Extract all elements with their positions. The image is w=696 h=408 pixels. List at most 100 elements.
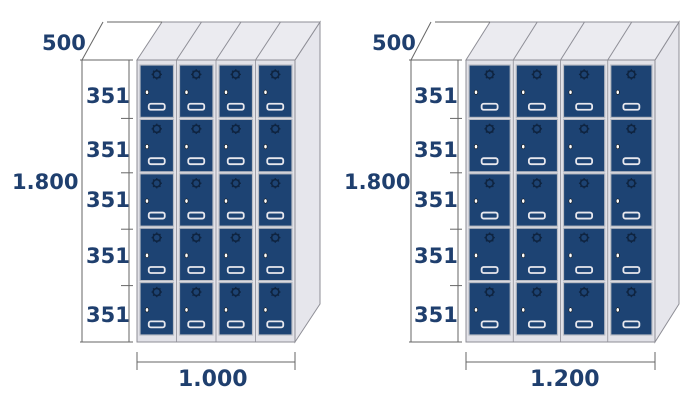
handle-icon — [622, 320, 641, 329]
keyhole-icon — [615, 198, 620, 204]
handle-icon — [147, 320, 166, 329]
combination-dial-icon — [626, 232, 637, 243]
handle-icon — [622, 266, 641, 274]
handle-icon — [575, 102, 594, 111]
combination-dial-icon — [151, 232, 162, 243]
combination-dial-icon — [626, 286, 637, 298]
combination-dial-icon — [578, 123, 590, 135]
keyhole-icon — [145, 144, 149, 150]
combination-dial-icon — [230, 286, 241, 298]
keyhole-icon — [184, 198, 189, 204]
keyhole-icon — [568, 144, 573, 150]
handle-icon — [622, 157, 641, 166]
handle-icon — [226, 320, 245, 329]
handle-icon — [622, 211, 641, 220]
combination-dial-icon — [484, 69, 495, 80]
combination-dial-icon — [151, 286, 162, 298]
handle-icon — [147, 211, 166, 220]
handle-icon — [226, 102, 245, 111]
handle-icon — [527, 320, 546, 329]
combination-dial-icon — [270, 232, 281, 243]
combination-dial-icon — [191, 286, 202, 298]
keyhole-icon — [145, 252, 149, 258]
combination-dial-icon — [191, 123, 202, 135]
left-cabinet-top-divider — [255, 21, 281, 61]
combination-dial-icon — [151, 69, 162, 80]
handle-icon — [187, 320, 206, 329]
handle-icon — [480, 320, 499, 329]
left-cabinet-top-divider — [176, 21, 202, 61]
combination-dial-icon — [578, 69, 590, 80]
combination-dial-icon — [151, 178, 162, 189]
combination-dial-icon — [531, 123, 543, 135]
handle-icon — [266, 266, 285, 274]
combination-dial-icon — [270, 69, 281, 80]
keyhole-icon — [615, 307, 620, 313]
keyhole-icon — [184, 89, 189, 95]
combination-dial-icon — [626, 69, 637, 80]
keyhole-icon — [263, 89, 268, 95]
handle-icon — [187, 211, 206, 220]
combination-dial-icon — [230, 69, 241, 80]
handle-icon — [527, 266, 546, 274]
combination-dial-icon — [578, 286, 590, 298]
keyhole-icon — [474, 252, 478, 258]
keyhole-icon — [568, 252, 573, 258]
handle-icon — [480, 102, 499, 111]
handle-icon — [187, 102, 206, 111]
keyhole-icon — [474, 144, 478, 150]
keyhole-icon — [184, 252, 189, 258]
combination-dial-icon — [230, 178, 241, 189]
handle-icon — [266, 211, 285, 220]
combination-dial-icon — [531, 69, 543, 80]
keyhole-icon — [263, 307, 268, 313]
handle-icon — [226, 266, 245, 274]
keyhole-icon — [224, 252, 228, 258]
keyhole-icon — [474, 89, 478, 95]
keyhole-icon — [615, 144, 620, 150]
left-cabinet-locker-door — [178, 118, 214, 173]
combination-dial-icon — [531, 286, 543, 298]
handle-icon — [480, 157, 499, 166]
handle-icon — [226, 157, 245, 166]
keyhole-icon — [145, 198, 149, 204]
handle-icon — [575, 320, 594, 329]
keyhole-icon — [568, 198, 573, 204]
handle-icon — [575, 157, 594, 166]
handle-icon — [575, 266, 594, 274]
handle-icon — [147, 102, 166, 111]
handle-icon — [266, 320, 285, 329]
combination-dial-icon — [484, 178, 495, 189]
combination-dial-icon — [578, 232, 590, 243]
handle-icon — [480, 211, 499, 220]
combination-dial-icon — [191, 232, 202, 243]
left-depth-dimension-line — [81, 21, 104, 61]
combination-dial-icon — [191, 69, 202, 80]
keyhole-icon — [224, 307, 228, 313]
keyhole-icon — [224, 198, 228, 204]
combination-dial-icon — [270, 123, 281, 135]
combination-dial-icon — [531, 178, 543, 189]
keyhole-icon — [145, 89, 149, 95]
handle-icon — [187, 266, 206, 274]
handle-icon — [147, 266, 166, 274]
keyhole-icon — [521, 307, 526, 313]
handle-icon — [266, 157, 285, 166]
handle-icon — [575, 211, 594, 220]
handle-icon — [480, 266, 499, 274]
keyhole-icon — [263, 144, 268, 150]
keyhole-icon — [474, 198, 478, 204]
keyhole-icon — [474, 307, 478, 313]
right-cabinet-top-divider — [512, 21, 538, 61]
keyhole-icon — [224, 89, 228, 95]
combination-dial-icon — [230, 232, 241, 243]
combination-dial-icon — [578, 178, 590, 189]
keyhole-icon — [521, 198, 526, 204]
keyhole-icon — [615, 252, 620, 258]
handle-icon — [266, 102, 285, 111]
keyhole-icon — [184, 307, 189, 313]
right-cabinet-side-panel — [654, 20, 680, 344]
right-cabinet-top-divider — [607, 21, 633, 61]
handle-icon — [147, 157, 166, 166]
combination-dial-icon — [230, 123, 241, 135]
